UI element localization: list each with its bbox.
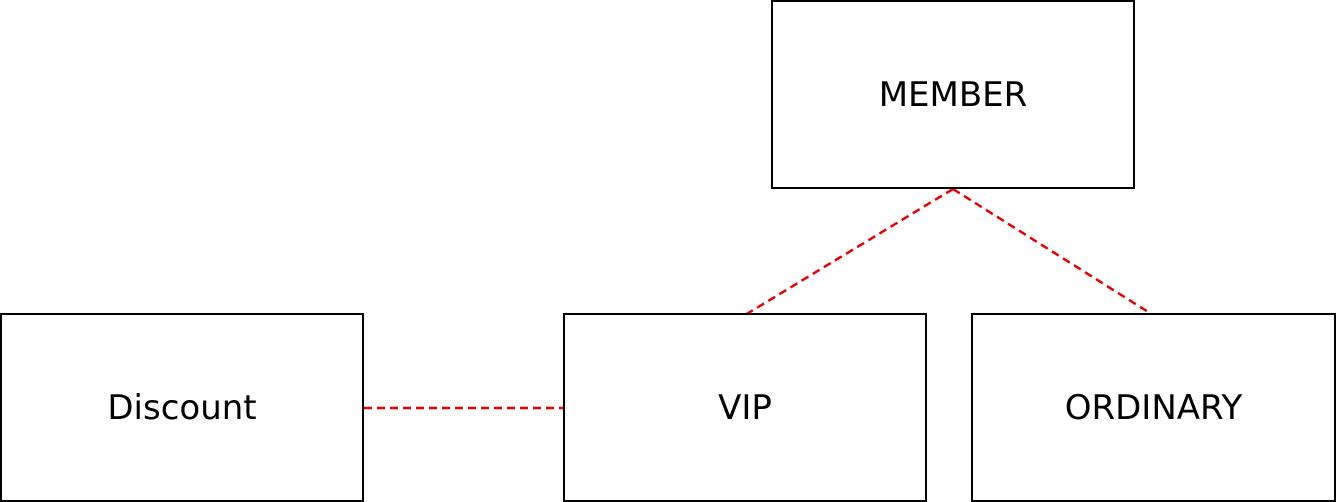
edge-member-to-ordinary <box>952 187 1154 317</box>
node-discount: Discount <box>0 313 364 502</box>
node-vip: VIP <box>563 313 927 502</box>
node-member-label: MEMBER <box>878 74 1028 115</box>
node-discount-label: Discount <box>107 387 257 428</box>
node-ordinary-label: ORDINARY <box>1064 387 1243 428</box>
node-member: MEMBER <box>771 0 1135 189</box>
node-ordinary: ORDINARY <box>971 313 1336 502</box>
node-vip-label: VIP <box>718 387 772 428</box>
edge-member-to-vip <box>744 187 954 317</box>
